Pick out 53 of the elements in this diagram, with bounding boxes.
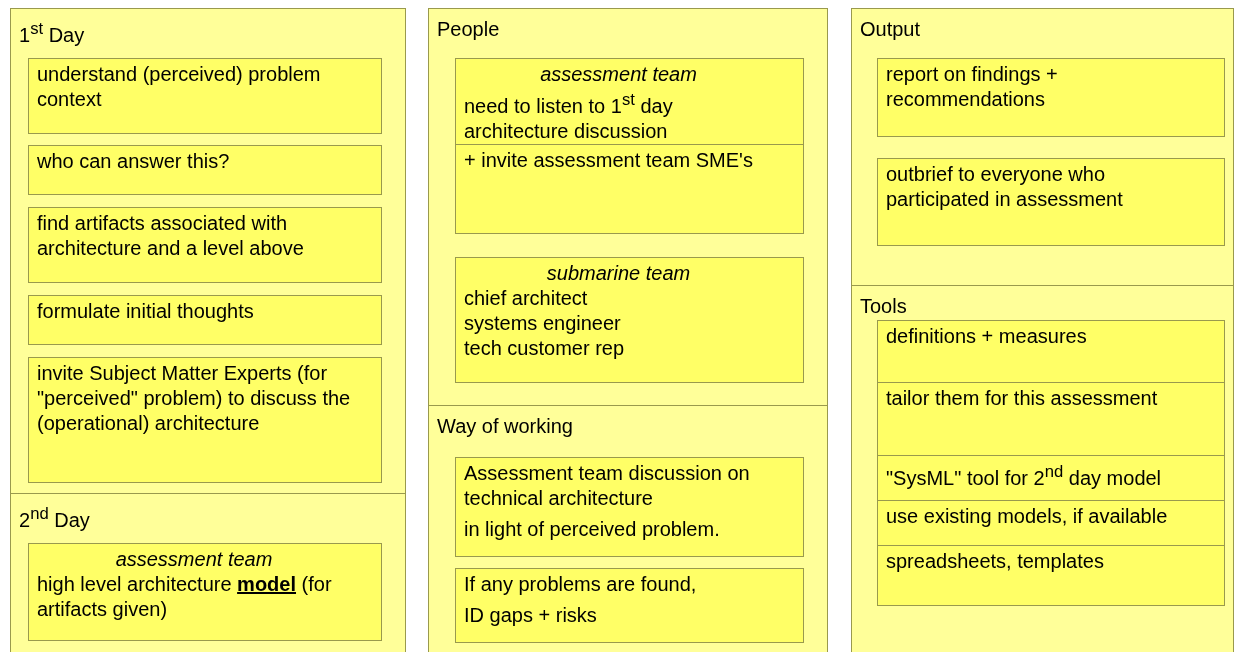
note-box — [877, 500, 1225, 546]
note-text: chief architect — [464, 286, 589, 311]
note-box — [877, 455, 1225, 501]
team-heading: assessment team — [539, 62, 698, 87]
section-panel — [10, 493, 406, 652]
note-box — [455, 257, 804, 383]
note-text: understand (perceived) problem context — [37, 62, 322, 112]
note-box — [877, 382, 1225, 456]
note-box — [28, 58, 382, 134]
note-box — [877, 545, 1225, 606]
note-text: tech customer rep — [464, 336, 626, 361]
note-text: If any problems are found, — [464, 572, 698, 597]
note-text: "SysML" tool for 2$^{nd}$ day model — [886, 461, 1163, 491]
team-heading: submarine team — [545, 261, 692, 286]
note-text: definitions + measures — [886, 324, 1088, 349]
note-box — [28, 207, 382, 283]
section-panel — [428, 405, 828, 652]
note-box — [455, 457, 804, 557]
note-text: formulate initial thoughts — [37, 299, 255, 324]
note-text: + invite assessment team SME's — [456, 143, 803, 173]
note-text: need to listen to 1$^{st}$ day architecture discussion — [464, 89, 674, 144]
note-box — [877, 58, 1225, 137]
note-box — [877, 320, 1225, 383]
note-text: report on findings + recommendations — [886, 62, 1059, 112]
note-text: tailor them for this assessment — [886, 386, 1159, 411]
note-text: ID gaps + risks — [464, 603, 598, 628]
note-box — [877, 158, 1225, 246]
note-text: in light of perceived problem. — [464, 517, 721, 542]
section-panel — [428, 8, 828, 406]
note-text: find artifacts associated with architecture and a level above — [37, 211, 305, 261]
note-text: outbrief to everyone who participated in assessment — [886, 162, 1124, 212]
note-text: invite Subject Matter Experts (for "perceived" problem) to discuss the (operational) architecture — [37, 361, 351, 436]
section-heading: 1$^{st}$ Day — [19, 18, 85, 47]
note-text: systems engineer — [464, 311, 622, 336]
note-box — [28, 357, 382, 483]
note-box — [455, 568, 804, 643]
note-text: high level architecture model (for artifacts given) — [37, 572, 333, 622]
section-panel — [851, 285, 1234, 652]
note-box — [28, 145, 382, 195]
note-box — [28, 543, 382, 641]
section-heading: 2$^{nd}$ Day — [19, 503, 90, 532]
section-panel — [10, 8, 406, 494]
section-panel — [851, 8, 1234, 286]
note-box — [28, 295, 382, 345]
section-heading: Tools — [860, 294, 907, 318]
section-heading: Output — [860, 17, 921, 41]
team-heading: assessment team — [114, 547, 274, 572]
section-heading: People — [437, 17, 500, 41]
note-box — [455, 58, 804, 234]
note-text: spreadsheets, templates — [886, 549, 1105, 574]
note-text: use existing models, if available — [886, 504, 1169, 529]
section-heading: Way of working — [437, 414, 573, 438]
note-text: who can answer this? — [37, 149, 231, 174]
